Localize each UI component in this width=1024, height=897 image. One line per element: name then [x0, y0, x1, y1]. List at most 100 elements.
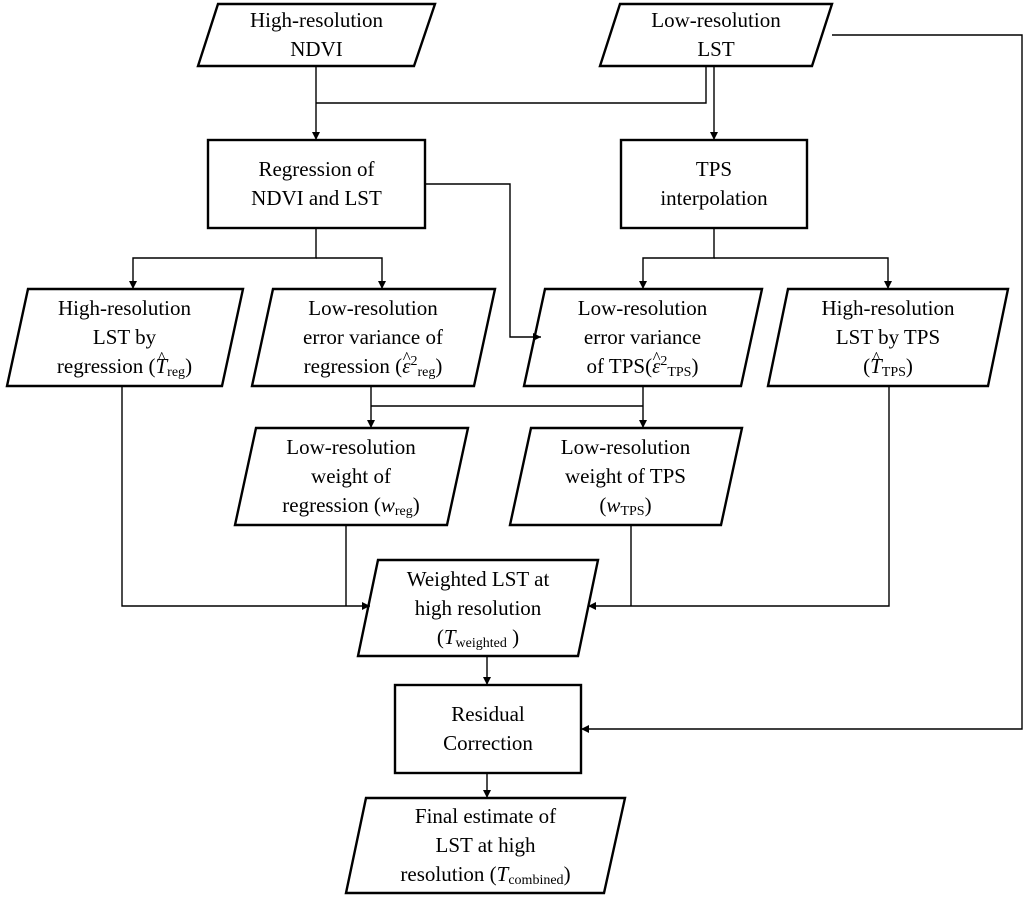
node-label-line: Correction [443, 731, 533, 755]
node-label-line: Low-resolution [560, 435, 691, 459]
node-label-line: Residual [451, 702, 525, 726]
formula-prefix: resolution ( [400, 862, 497, 886]
node-weight-regression: Low-resolution weight of regression (wreg) [245, 430, 457, 523]
formula-symbol: ε [652, 352, 660, 381]
formula-prefix: regression ( [282, 493, 381, 517]
node-error-variance-regression: Low-resolution error variance of regressio… [262, 291, 484, 384]
formula-suffix: ) [691, 354, 699, 378]
node-formula-line: regression (wreg) [282, 491, 419, 520]
formula-prefix: of TPS( [586, 354, 653, 378]
edge-tps-trunk [639, 228, 715, 289]
formula-superscript: 2 [410, 354, 418, 369]
node-shape-high-res-lst-regression [5, 287, 245, 388]
formula-symbol: w [606, 493, 621, 517]
formula-symbol: T [443, 624, 456, 649]
node-formula-line: resolution (Tcombined) [400, 860, 570, 889]
node-label-line: High-resolution [821, 296, 955, 320]
node-shape-error-variance-tps [522, 287, 764, 388]
formula-symbol: T [870, 352, 882, 381]
formula-superscript: 2 [660, 354, 668, 369]
node-label-line: LST by TPS [835, 325, 941, 349]
node-shape-weighted-lst [356, 558, 600, 658]
edge-regression-trunk [129, 228, 317, 289]
edge-regression-to-tps-variance [425, 183, 541, 341]
node-shape-residual-correction [393, 683, 583, 775]
node-label-line: Low-resolution [286, 435, 416, 459]
formula-prefix: ( [863, 354, 871, 378]
formula-subscript: reg [167, 365, 186, 380]
formula-prefix: regression ( [303, 354, 403, 378]
node-label-line: Low-resolution [577, 296, 708, 320]
node-final-estimate: Final estimate of LST at high resolution (… [356, 800, 615, 891]
node-shape-weight-regression [233, 426, 470, 527]
node-label-line: Weighted LST at [406, 566, 550, 591]
formula-subscript: TPS [620, 504, 645, 519]
node-label-line: Regression of [258, 157, 375, 181]
formula-symbol: T [496, 862, 509, 886]
node-tps-interpolation: TPS interpolation [621, 140, 807, 228]
node-label-line: Low-resolution [651, 8, 781, 32]
node-formula-line: (wTPS) [599, 491, 651, 520]
node-label-line: LST at high [435, 833, 536, 857]
formula-subscript: TPS [881, 365, 906, 380]
node-label-line: TPS [695, 157, 733, 181]
node-shape-high-res-lst-tps [766, 287, 1010, 388]
node-formula-line: (TTPS) [863, 352, 913, 381]
formula-prefix: regression ( [56, 354, 156, 378]
node-formula-line: regression (ε2reg) [304, 352, 443, 381]
node-formula-line: regression (Treg) [57, 352, 192, 381]
node-label-line: LST [697, 37, 735, 61]
node-shape-high-res-ndvi [196, 2, 437, 68]
formula-suffix: ) [644, 493, 652, 517]
node-shape-low-res-lst [598, 2, 834, 68]
edge-regression-to-error-variance [316, 257, 386, 289]
node-label-line: LST by [92, 325, 157, 349]
formula-suffix: ) [563, 862, 571, 886]
formula-symbol: ε [402, 352, 410, 381]
node-formula-line: (Tweighted ) [437, 623, 519, 652]
node-shape-weight-tps [508, 426, 744, 527]
formula-suffix: ) [506, 624, 520, 649]
node-shape-final-estimate [344, 796, 627, 895]
edge-lst-tps-to-weighted [588, 386, 890, 610]
node-weight-tps: Low-resolution weight of TPS (wTPS) [520, 430, 731, 523]
edge-lst-regression-to-weighted [121, 386, 370, 610]
node-shape-error-variance-regression [250, 287, 497, 388]
edge-lst-to-regression [316, 66, 707, 104]
formula-subscript: reg [394, 504, 413, 519]
node-formula-line: of TPS(ε2TPS) [587, 352, 699, 381]
formula-subscript: weighted [455, 635, 507, 651]
formula-subscript: reg [417, 365, 436, 380]
formula-suffix: ) [185, 354, 193, 378]
node-label-line: High-resolution [250, 8, 383, 32]
node-label-line: error variance of [303, 325, 443, 349]
node-weighted-lst: Weighted LST at high resolution (Tweighted… [368, 562, 588, 654]
node-label-line: Low-resolution [308, 296, 438, 320]
node-label-line: interpolation [660, 186, 768, 210]
edge-lst-to-residual [581, 34, 1023, 733]
node-label-line: Final estimate of [414, 804, 557, 828]
node-label-line: weight of [311, 464, 391, 488]
formula-prefix: ( [436, 624, 444, 649]
formula-suffix: ) [905, 354, 913, 378]
formula-suffix: ) [412, 493, 420, 517]
node-label-line: error variance [583, 325, 702, 349]
formula-suffix: ) [435, 354, 443, 378]
node-label-line: High-resolution [58, 296, 191, 320]
node-label-line: high resolution [414, 595, 542, 620]
node-label-line: NDVI and LST [251, 186, 382, 210]
formula-symbol: T [155, 352, 167, 381]
node-error-variance-tps: Low-resolution error variance of TPS(ε2TPS… [534, 291, 751, 384]
node-label-line: NDVI [290, 37, 343, 61]
formula-symbol: w [380, 493, 395, 517]
node-label-line: weight of TPS [565, 464, 686, 488]
node-regression: Regression of NDVI and LST [208, 140, 425, 228]
edge-tps-to-high-res-lst [714, 257, 892, 289]
formula-subscript: combined [508, 873, 564, 888]
node-shape-regression [206, 138, 427, 230]
